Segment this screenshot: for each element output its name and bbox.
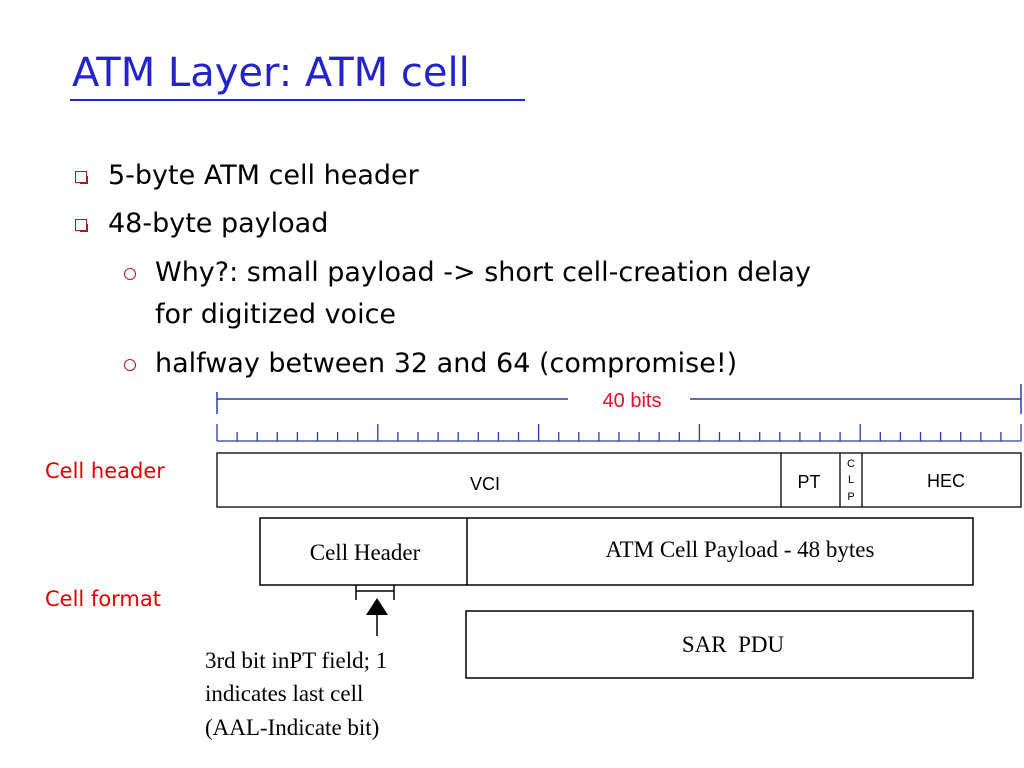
vci-field: VCI [470, 474, 500, 494]
bits-label: 40 bits [603, 390, 662, 412]
slide-title: ATM Layer: ATM cell [72, 50, 470, 96]
bullet-payload-size: 48-byte payload [108, 208, 329, 239]
sub-bullet-why-line2: for digitized voice [155, 299, 397, 330]
square-bullet-icon [75, 219, 88, 232]
circle-bullet-icon [124, 359, 136, 371]
cell-format-header: Cell Header [310, 540, 421, 565]
cell-header-box [216, 452, 1022, 508]
annotation-line-3: (AAL-Indicate bit) [205, 715, 379, 740]
pt-field: PT [797, 472, 820, 492]
sub-bullet-halfway: halfway between 32 and 64 (compromise!) [155, 348, 738, 379]
cell-format-box [259, 517, 974, 586]
clp-field-c: C [847, 458, 855, 470]
annotation-line-1: 3rd bit inPT field; 1 [205, 648, 387, 673]
clp-field-p: P [847, 491, 854, 503]
title-underline [70, 99, 525, 101]
hec-field: HEC [927, 471, 965, 491]
cell-header-label: Cell header [45, 459, 165, 483]
cell-format-label: Cell format [45, 587, 161, 611]
cell-format-payload: ATM Cell Payload - 48 bytes [606, 537, 875, 562]
sub-bullet-why-line1: Why?: small payload -> short cell-creati… [155, 257, 811, 288]
pt-marker [355, 585, 395, 636]
sar-pdu-box [465, 610, 974, 679]
square-bullet-icon [75, 171, 88, 184]
bit-ruler [216, 424, 1022, 442]
clp-field-l: L [848, 474, 854, 486]
bits-dimension [216, 384, 1022, 414]
up-arrow-icon [366, 598, 388, 615]
sar-pdu-label: SAR PDU [682, 632, 785, 657]
circle-bullet-icon [124, 268, 136, 280]
annotation-line-2: indicates last cell [205, 681, 363, 706]
bullet-header-size: 5-byte ATM cell header [108, 160, 419, 191]
